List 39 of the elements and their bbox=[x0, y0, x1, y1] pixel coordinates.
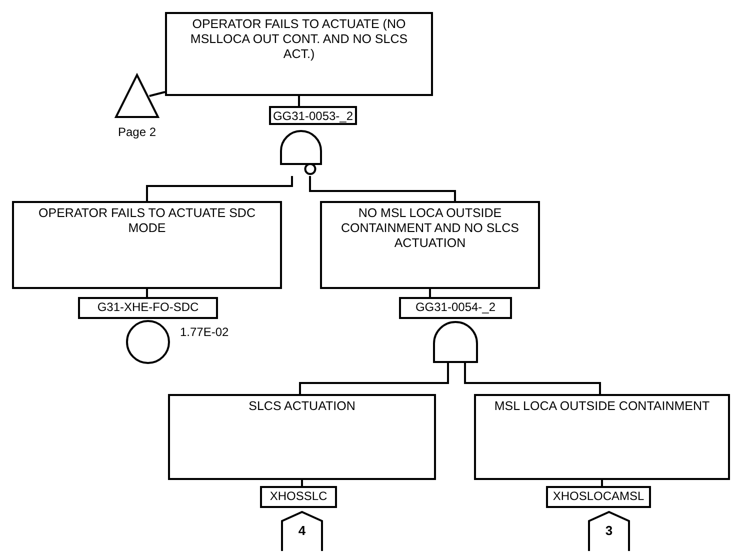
event-id-tag bbox=[546, 486, 651, 508]
side-note: 1.77E-02 bbox=[180, 325, 229, 339]
event-box bbox=[12, 201, 282, 289]
connector-line bbox=[601, 480, 603, 486]
transfer-number: 4 bbox=[297, 523, 307, 538]
event-box bbox=[320, 201, 540, 289]
connector-line bbox=[301, 480, 303, 486]
connector-line bbox=[299, 362, 449, 394]
transfer-symbol bbox=[588, 511, 630, 551]
connector-line bbox=[146, 176, 293, 201]
and-gate bbox=[433, 321, 478, 362]
event-id-tag bbox=[260, 486, 337, 508]
connector-line bbox=[309, 176, 456, 201]
event-text: SLCS ACTUATION bbox=[248, 399, 356, 414]
event-text: NO MSL LOCA OUTSIDE CONTAINMENT AND NO SLCS ACTUATION bbox=[340, 206, 520, 251]
side-note: Page 2 bbox=[118, 125, 156, 139]
event-box bbox=[165, 12, 433, 96]
event-text: GG31-0053-_2 bbox=[272, 108, 354, 125]
nand-gate bbox=[280, 130, 322, 176]
connector-line bbox=[149, 91, 166, 97]
transfer-number: 3 bbox=[604, 523, 614, 538]
connector-line bbox=[429, 289, 431, 297]
event-text: GG31-0054-_2 bbox=[414, 299, 497, 316]
event-text: G31-XHE-FO-SDC bbox=[96, 299, 200, 316]
event-id-tag bbox=[399, 297, 512, 319]
transfer-triangle bbox=[115, 74, 159, 118]
connector-line bbox=[146, 289, 148, 297]
connector-line bbox=[298, 96, 300, 106]
event-box bbox=[474, 394, 730, 480]
event-id-tag bbox=[78, 297, 218, 319]
event-box bbox=[168, 394, 436, 480]
transfer-symbol bbox=[281, 511, 323, 551]
event-text: MSL LOCA OUTSIDE CONTAINMENT bbox=[493, 399, 711, 414]
event-text: OPERATOR FAILS TO ACTUATE SDC MODE bbox=[38, 206, 256, 236]
event-text: OPERATOR FAILS TO ACTUATE (NO MSLLOCA OUT CONT. AND NO SLCS ACT.) bbox=[189, 17, 409, 62]
connector-line bbox=[464, 362, 601, 394]
event-text: XHOSLOCAMSL bbox=[552, 488, 646, 505]
basic-event-circle bbox=[126, 320, 170, 364]
event-text: XHOSSLC bbox=[268, 488, 328, 505]
